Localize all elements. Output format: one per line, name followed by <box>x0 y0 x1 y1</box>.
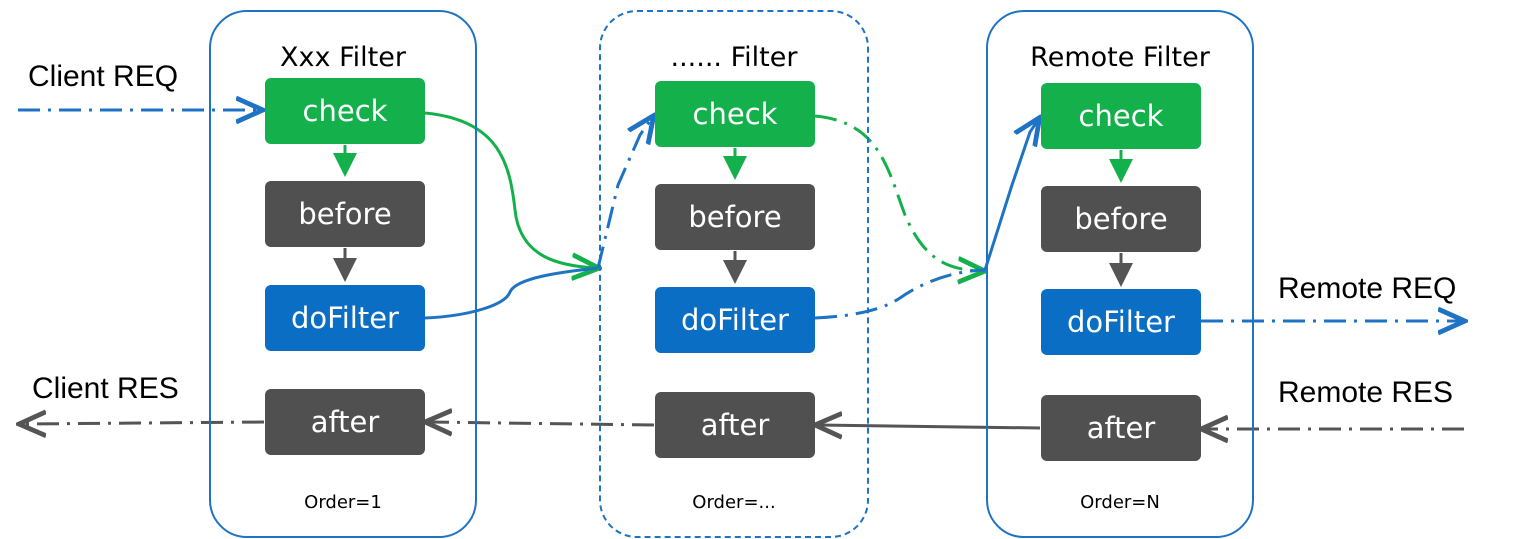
after-box: after <box>1041 395 1201 461</box>
f2-check-to-next-arrow <box>814 114 982 271</box>
f1-dofilter-to-next-line <box>424 266 599 320</box>
filter-panel-xxx: Xxx Filter Order=1 <box>209 10 477 538</box>
after-box: after <box>655 392 815 458</box>
check-box: check <box>655 81 815 147</box>
check-box: check <box>265 78 425 144</box>
filter-order: Order=N <box>1080 492 1160 513</box>
remote-req-label: Remote REQ <box>1278 272 1457 305</box>
after-box: after <box>265 389 425 455</box>
filter-title: Remote Filter <box>1030 42 1210 73</box>
remote-res-label: Remote RES <box>1278 376 1454 409</box>
client-res-label: Client RES <box>32 372 179 405</box>
client-req-label: Client REQ <box>28 60 179 93</box>
dofilter-box: doFilter <box>655 287 815 353</box>
filter-panel-middle: ...... Filter Order=... <box>599 10 869 538</box>
filter-title: ...... Filter <box>670 42 798 73</box>
filter-title: Xxx Filter <box>280 42 406 73</box>
junction2-to-f3-check-arrow <box>983 120 1038 271</box>
f2-after-to-f1-after-arrow <box>428 422 655 425</box>
junction1-to-f2-check-arrow <box>596 118 652 269</box>
dofilter-box: doFilter <box>1041 289 1201 355</box>
before-box: before <box>655 184 815 250</box>
filter-panel-remote: Remote Filter Order=N <box>986 10 1254 538</box>
before-box: before <box>265 181 425 247</box>
filter-order: Order=... <box>692 492 776 513</box>
f2-dofilter-to-next-line <box>814 268 986 320</box>
filter-order: Order=1 <box>304 492 382 513</box>
check-box: check <box>1041 83 1201 149</box>
before-box: before <box>1041 186 1201 252</box>
dofilter-box: doFilter <box>265 285 425 351</box>
f3-after-to-f2-after-arrow <box>818 425 1041 428</box>
